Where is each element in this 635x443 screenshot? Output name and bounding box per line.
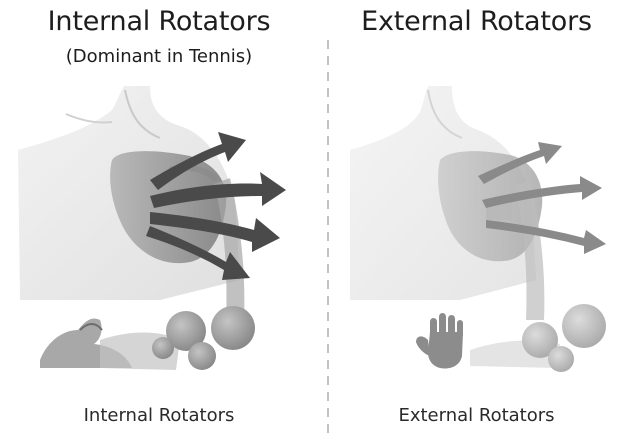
- right-shoulder-figure: [350, 86, 544, 320]
- open-hand-icon: [416, 313, 463, 369]
- right-panel-caption: External Rotators: [318, 405, 635, 426]
- left-panel-subtitle: (Dominant in Tennis): [0, 46, 318, 67]
- left-panel-title: Internal Rotators: [0, 6, 318, 37]
- right-panel-title: External Rotators: [318, 6, 635, 37]
- left-panel-caption: Internal Rotators: [0, 405, 318, 426]
- left-shoulder-figure: [18, 86, 244, 320]
